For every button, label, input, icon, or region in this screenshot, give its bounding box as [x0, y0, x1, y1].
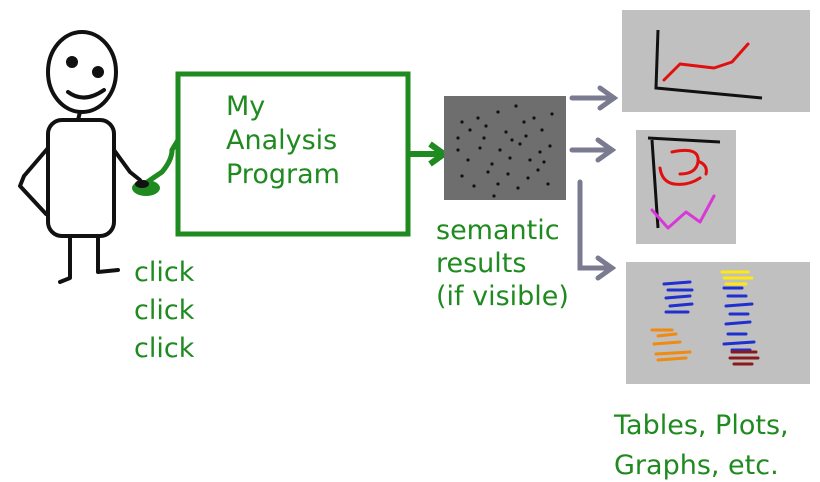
- scatter-dot: [478, 146, 482, 150]
- click-label-line: click: [134, 295, 195, 326]
- scatter-dot: [476, 116, 480, 120]
- scatter-dot: [528, 158, 532, 162]
- results-to-table-arrow: [577, 179, 617, 281]
- scatter-dot: [506, 172, 510, 176]
- graph-icon: [636, 130, 736, 244]
- semantic-results-label-line: (if visible): [436, 281, 569, 312]
- scatter-dot: [460, 174, 464, 178]
- click-label-line: click: [134, 257, 195, 288]
- scatter-dot: [542, 160, 546, 164]
- scatter-dot: [522, 120, 526, 124]
- program-label-line: My: [226, 91, 266, 122]
- scatter-dot: [550, 112, 554, 116]
- outputs-label: Tables, Plots, Graphs, etc.: [614, 406, 789, 482]
- stick-figure-icon: [18, 30, 142, 284]
- program-label-line: Analysis: [226, 125, 338, 156]
- scatter-dot: [484, 124, 488, 128]
- scatter-dot: [518, 142, 522, 146]
- scatter-dot: [508, 156, 512, 160]
- outputs-label-line: Graphs, etc.: [614, 450, 779, 481]
- scatter-dot: [466, 158, 470, 162]
- scatter-dot: [498, 148, 502, 152]
- scatter-dot: [472, 184, 476, 188]
- scatter-dot: [492, 194, 496, 198]
- semantic-results-label-line: results: [436, 248, 527, 279]
- scatter-dot: [538, 150, 542, 154]
- scatter-dot: [536, 168, 540, 172]
- outputs-label-line: Tables, Plots,: [614, 410, 789, 441]
- program-label: My Analysis Program: [226, 90, 340, 192]
- click-label: click click click: [134, 254, 194, 368]
- scatter-dot: [496, 110, 500, 114]
- scatter-dot: [532, 116, 536, 120]
- scatter-dot: [456, 148, 460, 152]
- results-to-plot-arrow: [569, 85, 619, 111]
- scatter-dot: [460, 120, 464, 124]
- click-label-line: click: [134, 333, 195, 364]
- scatter-dot: [540, 128, 544, 132]
- scatter-dot: [524, 134, 528, 138]
- semantic-results-label: semantic results (if visible): [436, 214, 569, 313]
- scatter-dot: [468, 128, 472, 132]
- scatter-dot: [510, 138, 514, 142]
- scatter-dot: [490, 162, 494, 166]
- scatter-dot: [482, 136, 486, 140]
- scatter-dot: [456, 136, 460, 140]
- scatter-dot: [496, 182, 500, 186]
- table-icon: [626, 262, 810, 384]
- scatter-dot: [516, 186, 520, 190]
- program-label-line: Program: [226, 159, 340, 190]
- scatter-dot: [486, 170, 490, 174]
- scatter-dot: [546, 182, 550, 186]
- program-to-results-arrow: [408, 141, 450, 167]
- computer-mouse-icon: [132, 138, 181, 196]
- scatter-dot: [548, 144, 552, 148]
- results-to-graph-arrow: [569, 137, 617, 163]
- scatter-dots: [456, 104, 554, 198]
- scatter-dot: [504, 130, 508, 134]
- semantic-results-panel: [444, 96, 566, 200]
- line-plot-icon: [622, 10, 810, 112]
- scatter-dot: [514, 104, 518, 108]
- semantic-results-label-line: semantic: [436, 215, 560, 246]
- scatter-dot: [526, 176, 530, 180]
